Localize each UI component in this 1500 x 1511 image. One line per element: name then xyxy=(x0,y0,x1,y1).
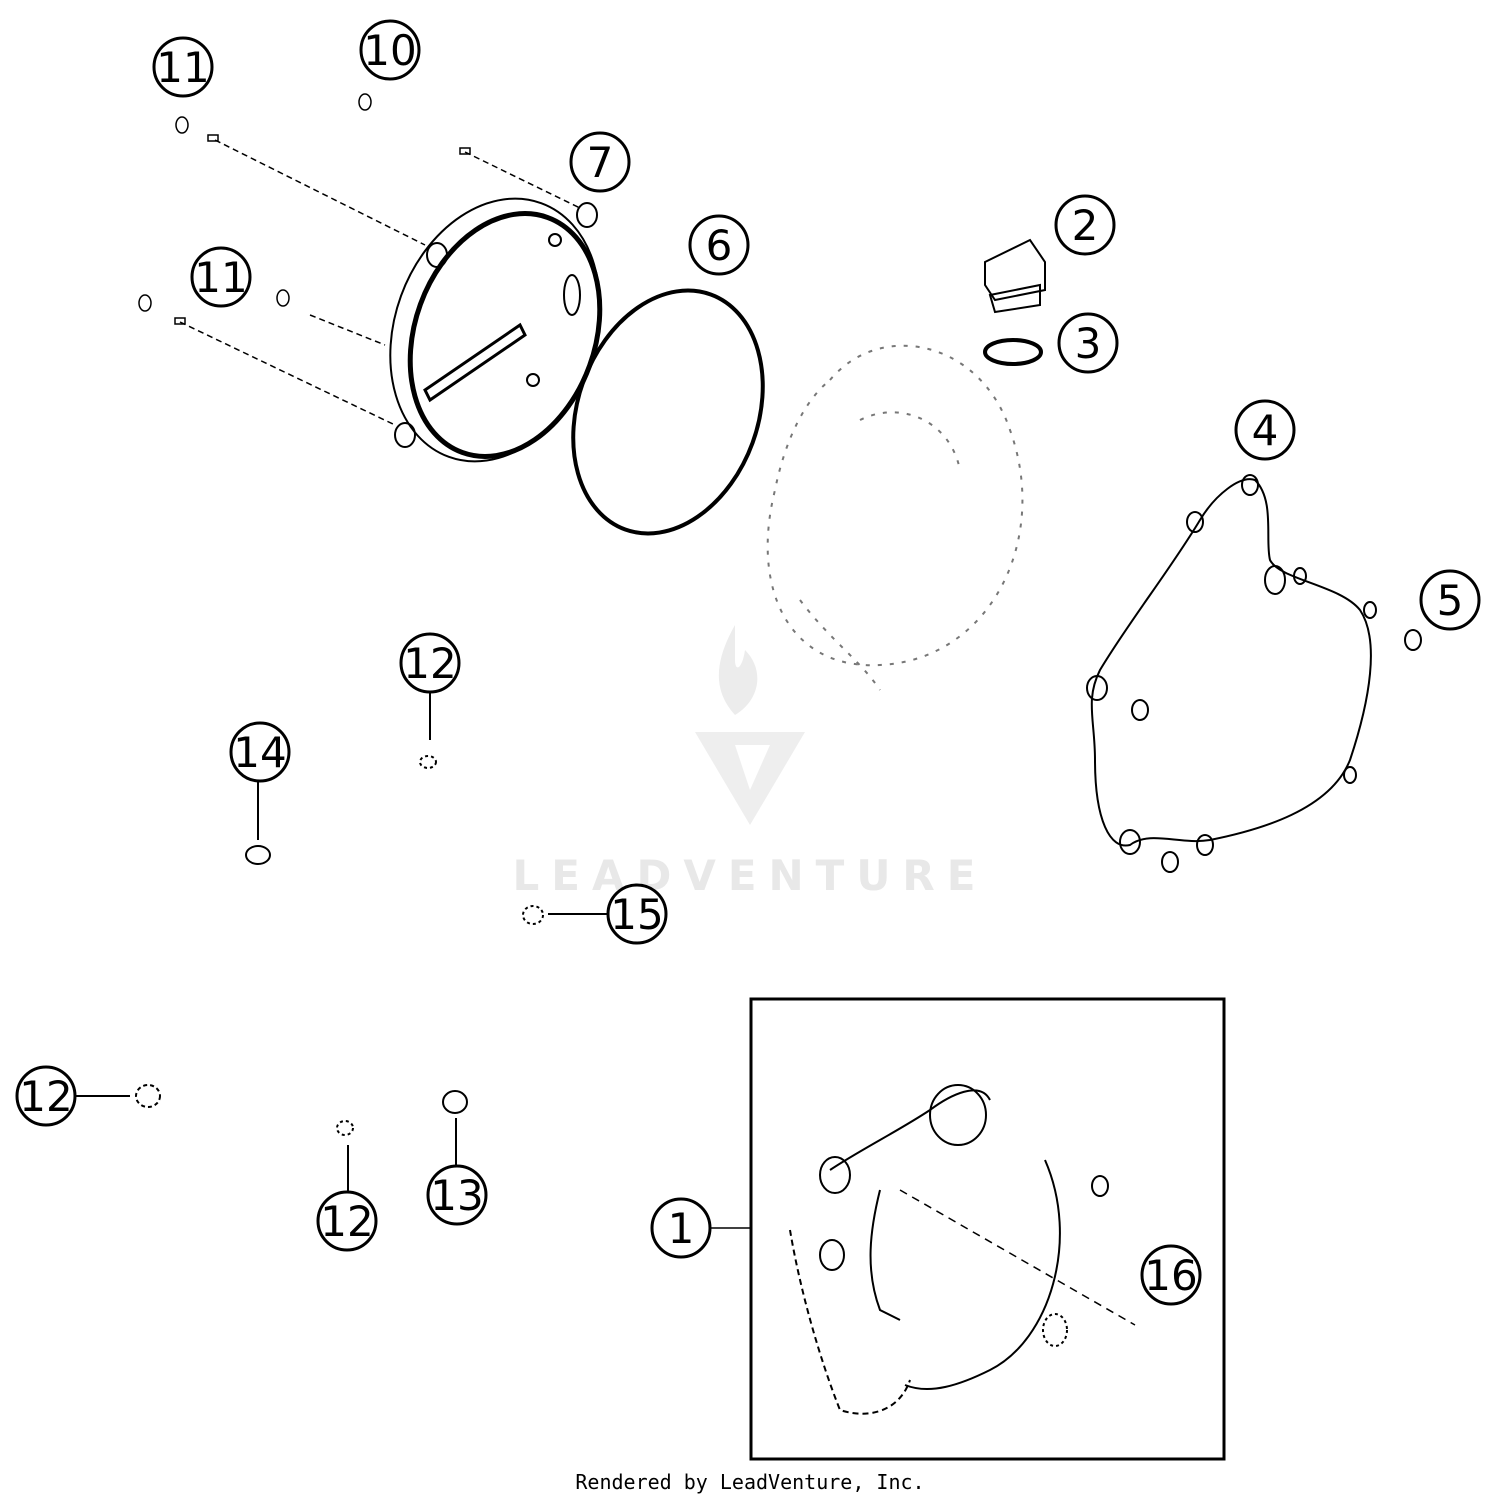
svg-text:11: 11 xyxy=(156,43,209,92)
part-12-plug-c xyxy=(336,1120,354,1136)
callout-10[interactable]: 10 xyxy=(359,19,421,81)
part-5-dowel xyxy=(1404,629,1422,651)
callout-7[interactable]: 7 xyxy=(569,131,631,193)
small-parts xyxy=(76,692,612,1192)
watermark-text: LEADVENTURE xyxy=(513,851,988,900)
svg-text:14: 14 xyxy=(233,728,286,777)
footer-credit: Rendered by LeadVenture, Inc. xyxy=(575,1470,925,1494)
washer-11a xyxy=(175,116,189,134)
svg-text:4: 4 xyxy=(1252,406,1279,455)
svg-text:11: 11 xyxy=(194,253,247,302)
callout-15[interactable]: 15 xyxy=(606,883,668,945)
callout-6[interactable]: 6 xyxy=(688,214,750,276)
callout-11b[interactable]: 11 xyxy=(190,246,252,308)
callout-12b[interactable]: 12 xyxy=(15,1065,77,1127)
callout-13[interactable]: 13 xyxy=(426,1164,488,1226)
washer-10 xyxy=(358,93,372,111)
part-12-plug-b xyxy=(135,1084,161,1108)
bolts-group xyxy=(138,93,581,426)
callout-16[interactable]: 16 xyxy=(1140,1244,1202,1306)
part-3-seal-ring xyxy=(983,338,1043,366)
callout-12c[interactable]: 12 xyxy=(316,1190,378,1252)
svg-text:5: 5 xyxy=(1437,576,1464,625)
part-13-plug xyxy=(442,1090,468,1114)
svg-text:2: 2 xyxy=(1072,201,1099,250)
svg-text:10: 10 xyxy=(363,26,416,75)
part-15-plug xyxy=(522,905,544,925)
part-4-gasket xyxy=(1090,478,1372,847)
part-1-clutch-cover xyxy=(789,1084,1136,1415)
callout-12a[interactable]: 12 xyxy=(399,632,461,694)
svg-text:3: 3 xyxy=(1075,319,1102,368)
part-2-plug xyxy=(984,238,1046,314)
svg-text:15: 15 xyxy=(610,890,663,939)
callout-2[interactable]: 2 xyxy=(1054,194,1116,256)
part-1-box xyxy=(749,997,1226,1461)
svg-text:7: 7 xyxy=(587,138,614,187)
gasket-holes xyxy=(1086,474,1377,873)
svg-text:13: 13 xyxy=(430,1171,483,1220)
svg-text:12: 12 xyxy=(403,639,456,688)
callout-11a[interactable]: 11 xyxy=(152,36,214,98)
svg-text:1: 1 xyxy=(668,1204,695,1253)
watermark-logo: LEADVENTURE xyxy=(513,625,988,900)
callout-3[interactable]: 3 xyxy=(1057,312,1119,374)
callouts: 11 10 7 6 2 3 11 4 5 12 14 15 12 13 12 1… xyxy=(15,19,1481,1306)
part-6-o-ring xyxy=(571,288,765,536)
part-16-plug xyxy=(1042,1313,1068,1347)
crankcase-ghost xyxy=(766,344,1024,691)
washer-11c xyxy=(276,289,290,307)
callout-1[interactable]: 1 xyxy=(650,1197,712,1259)
svg-text:6: 6 xyxy=(706,221,733,270)
svg-text:12: 12 xyxy=(19,1072,72,1121)
callout-14[interactable]: 14 xyxy=(229,721,291,783)
svg-text:16: 16 xyxy=(1144,1251,1197,1300)
svg-text:12: 12 xyxy=(320,1197,373,1246)
part-7-inner-cover xyxy=(389,197,603,463)
part-12-plug-a xyxy=(419,755,437,769)
callout-5[interactable]: 5 xyxy=(1419,569,1481,631)
washer-11b xyxy=(138,294,152,312)
part-14-plug xyxy=(245,845,271,865)
callout-4[interactable]: 4 xyxy=(1234,399,1296,461)
